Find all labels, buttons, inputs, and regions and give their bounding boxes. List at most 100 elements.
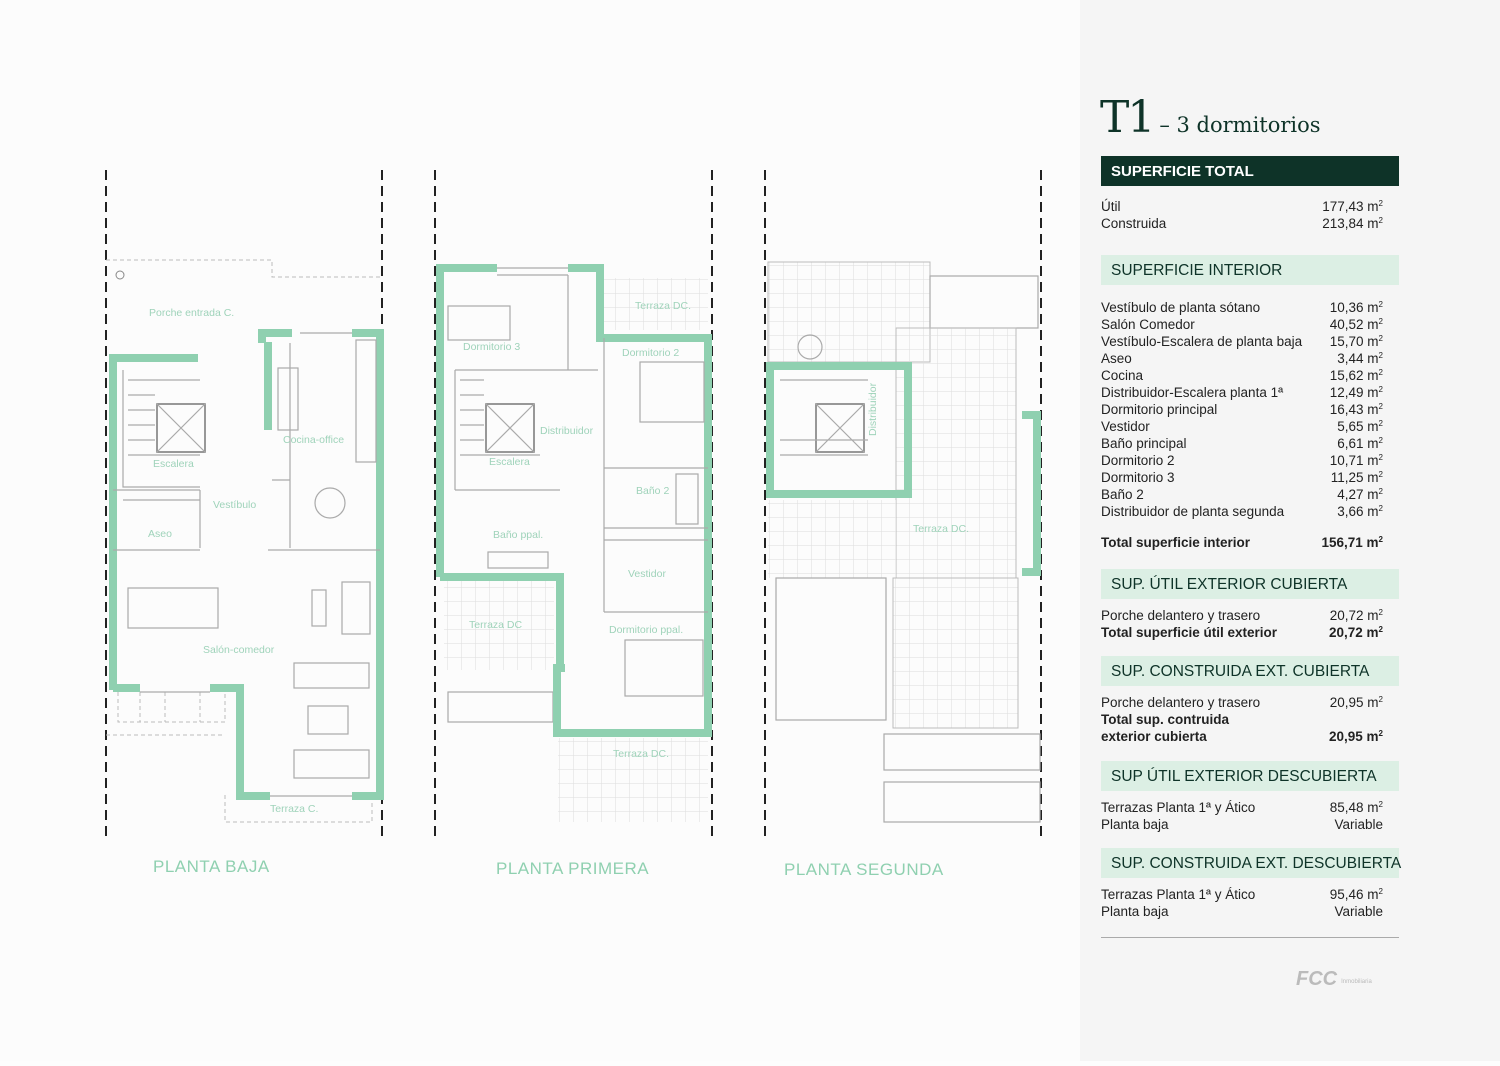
plan-planta-segunda: Distribuidor Terraza DC. PLANTA SEGUNDA [764,170,1042,879]
vanity [487,551,549,569]
bed [624,639,704,697]
surface-row: Salón Comedor 40,52 m2 [1101,316,1399,333]
room-label: Escalera [153,458,194,470]
surface-value-text: 15,70 m [1329,334,1379,349]
fixture-icon [115,270,125,280]
section-header: SUP ÚTIL EXTERIOR DESCUBIERTA [1101,761,1399,791]
surface-label: Dormitorio principal [1101,402,1218,417]
surface-value-text: 40,52 m [1329,317,1379,332]
surface-row: Total sup. contruida [1101,711,1399,728]
surface-label: Salón Comedor [1101,317,1195,332]
unit-superscript: 2 [1378,436,1383,445]
surface-value-text: 4,27 m [1337,487,1379,502]
unit-superscript: 2 [1378,351,1383,360]
interior-lines [454,267,708,613]
terrace-tiles [444,580,554,670]
unit-superscript: 2 [1378,419,1383,428]
unit-superscript: 2 [1378,317,1383,326]
plan-planta-baja: Porche entrada C. Escalera Cocina-office… [105,170,384,876]
stairs [780,379,868,456]
floor-label: PLANTA SEGUNDA [784,860,944,879]
surface-value: 12,49 m2 [1330,384,1383,401]
surface-value-text: 20,95 m [1329,729,1379,744]
surface-value: 5,65 m2 [1337,418,1383,435]
surface-row: Distribuidor-Escalera planta 1ª 12,49 m2 [1101,384,1399,401]
room-label: Dormitorio ppal. [609,624,683,636]
surface-value: 3,44 m2 [1337,350,1383,367]
unit-superscript: 2 [1378,625,1383,634]
room-label: Terraza DC [469,619,523,631]
terrace-tiles [892,577,1019,729]
terrace-tiles [768,500,896,578]
room-label: Vestíbulo [213,499,256,511]
room-label: Dormitorio 3 [463,341,520,353]
unit-superscript: 2 [1378,800,1383,809]
surface-value-text: 177,43 m [1322,199,1379,214]
interior-lines [113,332,380,797]
surface-value-text: 16,43 m [1329,402,1379,417]
bed [639,361,705,423]
surface-label: Baño 2 [1101,487,1144,502]
coffee-table [307,705,349,735]
porch-outline [106,259,382,278]
kitchen-counter [277,367,299,431]
surface-value: 11,25 m2 [1331,469,1383,486]
floor-label: PLANTA BAJA [153,857,270,876]
surface-label: Cocina [1101,368,1144,383]
kitchen-counter [355,339,377,463]
surface-value: 20,95 m2 [1330,694,1383,711]
roof-outline [775,577,887,721]
planter [883,733,1041,771]
room-label: Terraza DC. [613,748,669,760]
unit-superscript: 2 [1378,300,1383,309]
stairs [128,379,206,456]
room-label: Aseo [148,528,172,540]
surface-value-text: 12,49 m [1329,385,1379,400]
unit-superscript: 2 [1378,887,1383,896]
walls [436,264,712,737]
surface-value-text: 85,48 m [1329,800,1379,815]
surface-value: 156,71 m2 [1322,534,1384,551]
surface-value-text: 20,95 m [1329,695,1379,710]
surface-label: Distribuidor-Escalera planta 1ª [1101,385,1284,400]
surface-value: 15,62 m2 [1330,367,1383,384]
surface-value: 10,36 m2 [1330,299,1383,316]
room-label: Baño ppal. [493,529,543,541]
room-label: Cocina-office [283,434,344,446]
bathtub [675,473,699,525]
surface-value: 213,84 m2 [1322,215,1383,232]
room-label: Distribuidor [540,425,594,437]
surface-value-text: 3,44 m [1337,351,1379,366]
surface-value: 10,71 m2 [1330,452,1383,469]
unit-superscript: 2 [1378,729,1383,738]
unit-superscript: 2 [1378,453,1383,462]
walls [766,362,1041,576]
floor-plans-area: Porche entrada C. Escalera Cocina-office… [105,170,1042,879]
surface-value-text: 95,46 m [1329,887,1379,902]
unit-superscript: 2 [1378,216,1383,225]
floor-label: PLANTA PRIMERA [496,859,649,878]
surface-label: Vestíbulo-Escalera de planta baja [1101,334,1303,349]
room-label: Porche entrada C. [149,307,234,319]
section-header: SUPERFICIE TOTAL [1101,156,1399,186]
section-header: SUPERFICIE INTERIOR [1101,255,1399,285]
dining-table [127,587,219,629]
stairs [460,379,540,456]
walls [109,329,384,800]
